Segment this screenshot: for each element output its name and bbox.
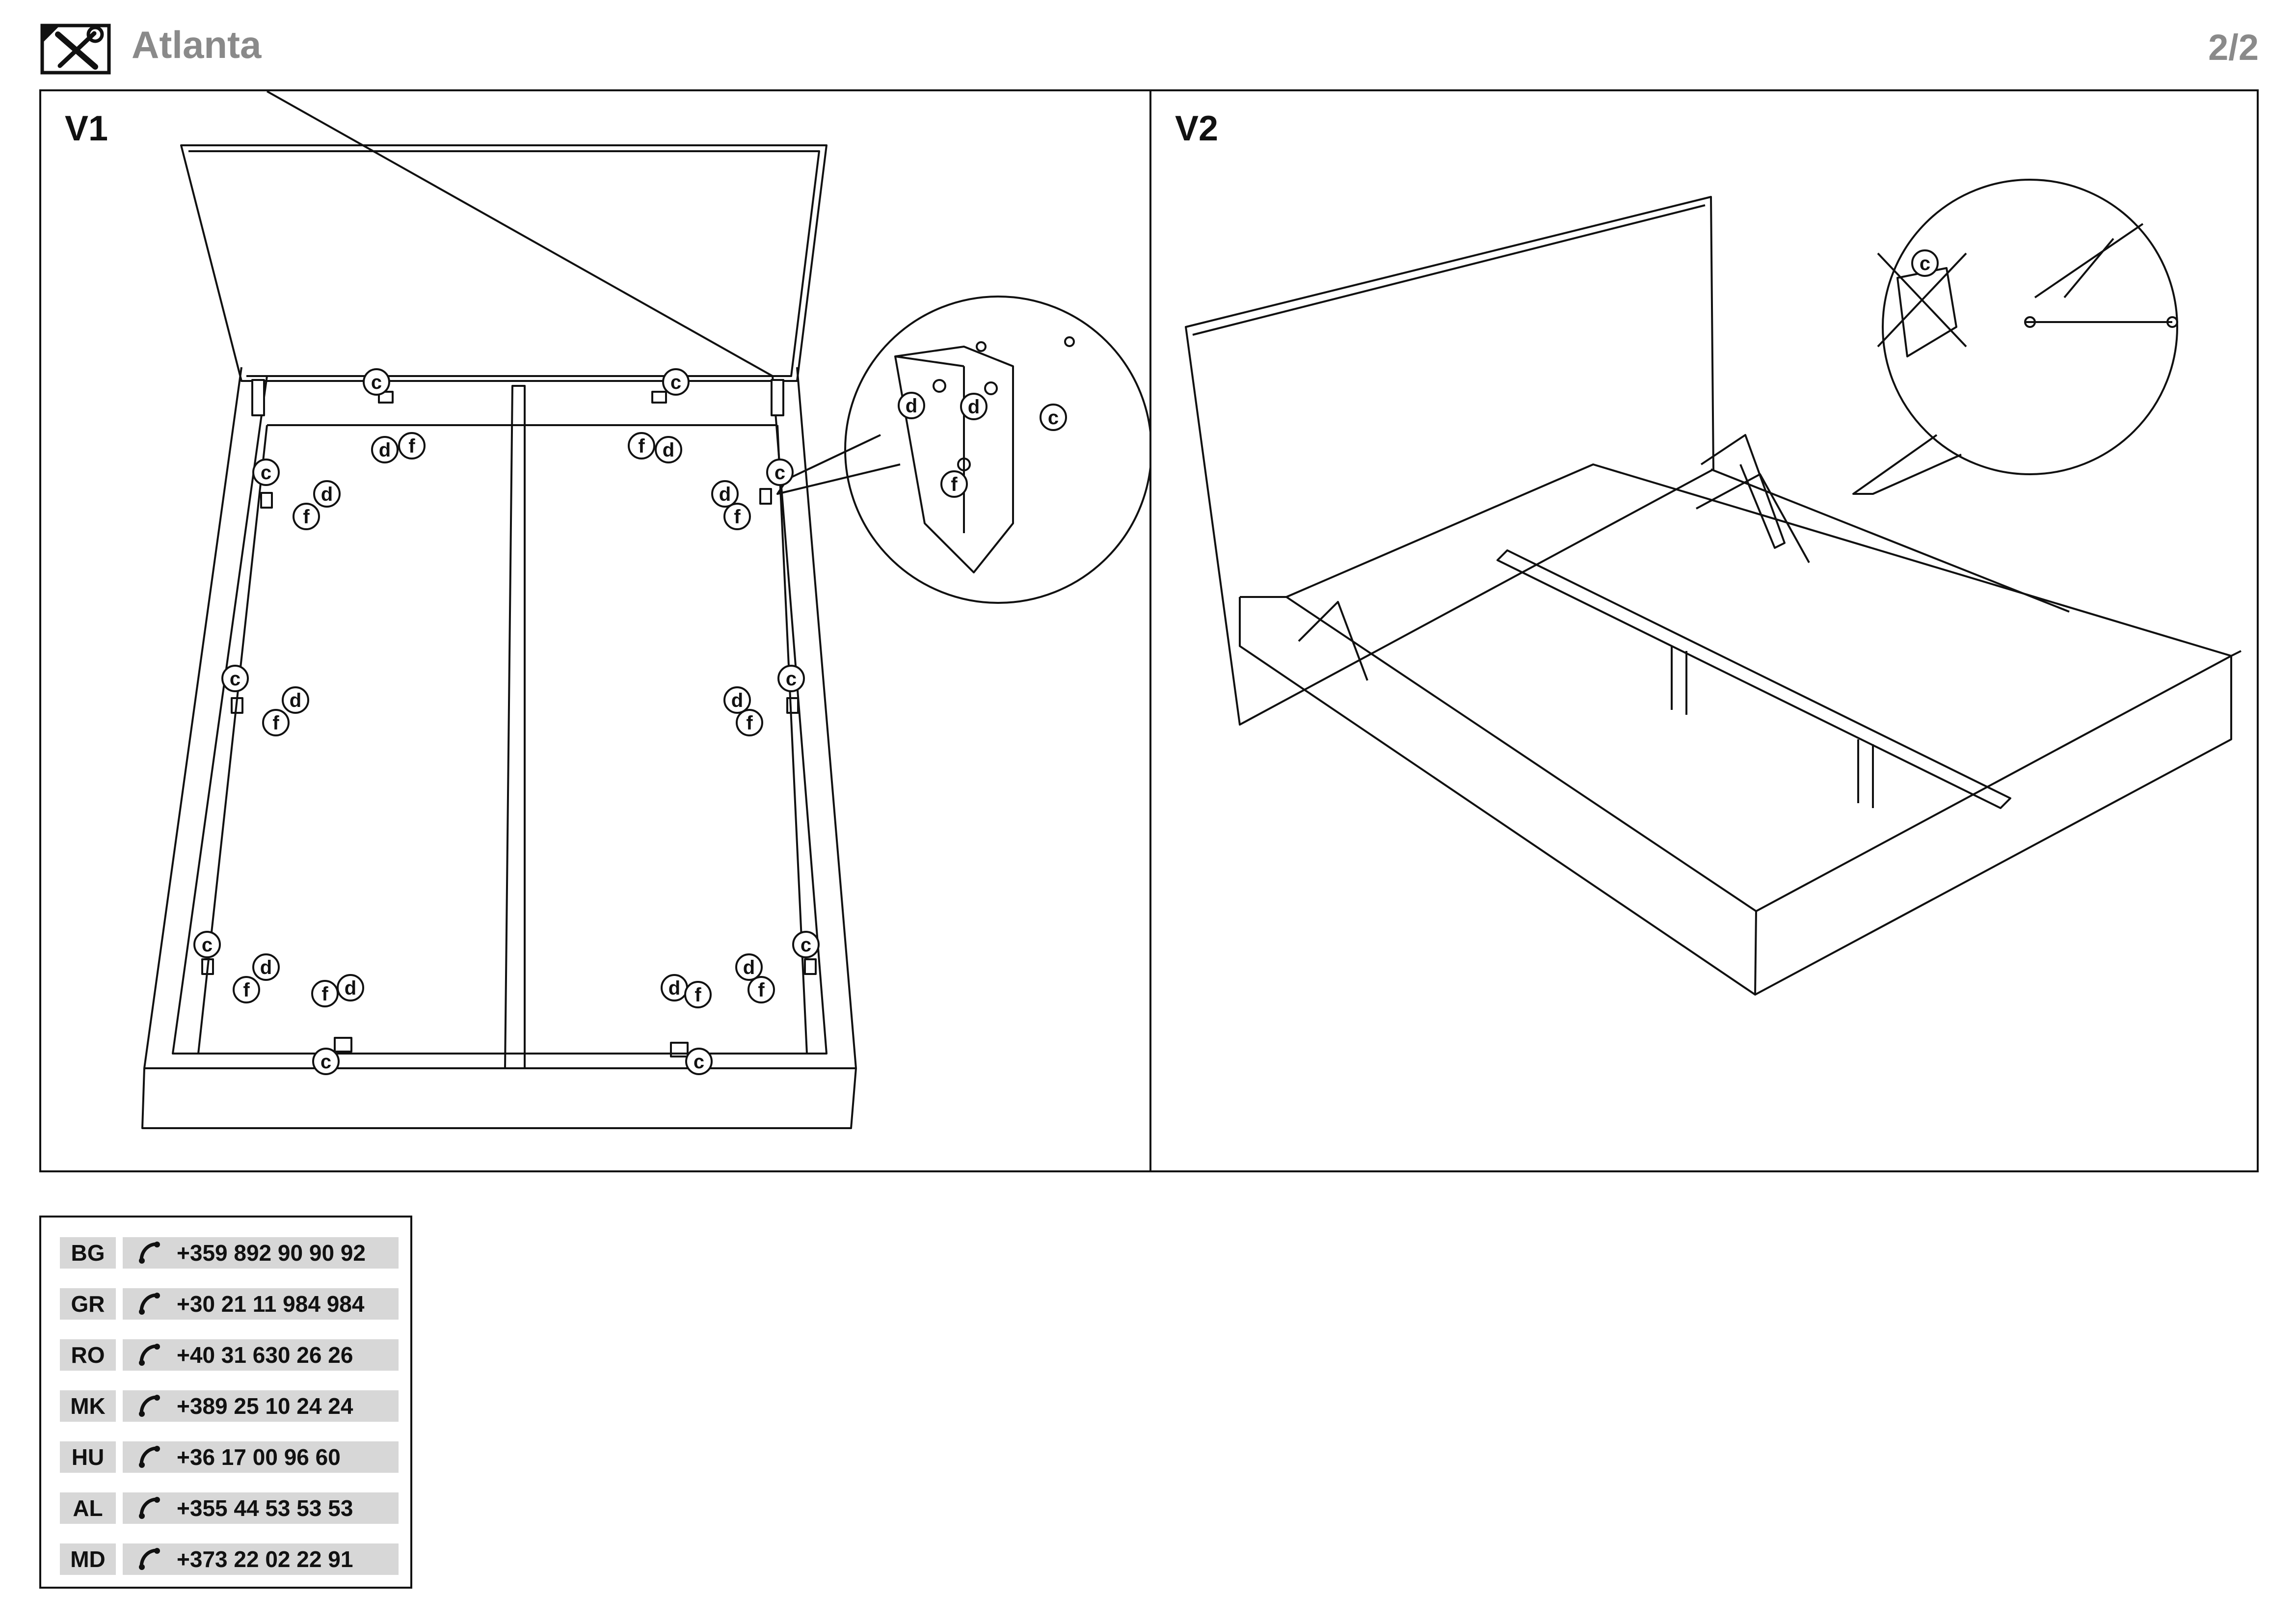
contact-row: BG +359 892 90 90 92: [60, 1237, 399, 1269]
phone-icon: [139, 1242, 160, 1264]
contact-row: GR +30 21 11 984 984: [60, 1288, 399, 1320]
svg-text:f: f: [272, 712, 279, 734]
svg-text:d: d: [663, 439, 674, 461]
phone-icon: [139, 1446, 160, 1468]
contact-row: HU +36 17 00 96 60: [60, 1441, 399, 1473]
svg-text:f: f: [758, 979, 765, 1001]
svg-text:f: f: [734, 506, 741, 528]
phone-icon: [139, 1548, 160, 1570]
contact-row: AL +355 44 53 53 53: [60, 1492, 399, 1524]
document-title: Atlanta: [132, 23, 262, 66]
svg-text:c: c: [786, 668, 797, 690]
contact-row: MK +389 25 10 24 24: [60, 1390, 399, 1422]
variant-label-v1: V1: [65, 109, 108, 148]
support-contacts: BG +359 892 90 90 92 GR +30 21 11 984 98…: [39, 1216, 412, 1589]
panel-v2: V2: [1151, 91, 2257, 1170]
svg-text:d: d: [290, 690, 301, 711]
phone-cell: +359 892 90 90 92: [123, 1237, 399, 1269]
svg-text:f: f: [243, 979, 250, 1001]
phone-number[interactable]: +359 892 90 90 92: [177, 1240, 366, 1266]
phone-number[interactable]: +40 31 630 26 26: [177, 1342, 353, 1368]
panel-divider: [1149, 91, 1151, 1170]
phone-cell: +36 17 00 96 60: [123, 1441, 399, 1473]
svg-text:d: d: [743, 957, 755, 978]
bed-frame-perspective-illustration: c: [1185, 179, 2242, 996]
svg-text:f: f: [638, 435, 645, 457]
svg-text:c: c: [670, 372, 681, 393]
phone-cell: +355 44 53 53 53: [123, 1492, 399, 1524]
phone-number[interactable]: +389 25 10 24 24: [177, 1393, 353, 1419]
phone-icon: [139, 1497, 160, 1519]
contact-row: RO +40 31 630 26 26: [60, 1339, 399, 1371]
instruction-panels: V1: [39, 89, 2259, 1172]
country-code: AL: [60, 1492, 116, 1524]
svg-text:c: c: [320, 1051, 331, 1073]
svg-text:d: d: [345, 977, 356, 999]
country-code: BG: [60, 1237, 116, 1269]
phone-number[interactable]: +36 17 00 96 60: [177, 1444, 341, 1470]
svg-text:d: d: [731, 690, 743, 711]
svg-text:c: c: [230, 668, 240, 690]
svg-text:d: d: [906, 395, 917, 417]
page-number: 2/2: [2208, 27, 2259, 68]
svg-text:c: c: [1920, 253, 1930, 274]
svg-text:d: d: [719, 484, 731, 505]
phone-icon: [139, 1293, 160, 1315]
svg-text:f: f: [408, 435, 415, 457]
phone-cell: +389 25 10 24 24: [123, 1390, 399, 1422]
phone-icon: [139, 1344, 160, 1366]
phone-number[interactable]: +373 22 02 22 91: [177, 1546, 353, 1572]
svg-text:d: d: [260, 957, 272, 978]
svg-text:f: f: [694, 984, 701, 1006]
phone-number[interactable]: +30 21 11 984 984: [177, 1291, 365, 1317]
panel-v1: V1: [41, 91, 1149, 1170]
svg-text:f: f: [321, 983, 328, 1005]
country-code: MK: [60, 1390, 116, 1422]
phone-cell: +373 22 02 22 91: [123, 1543, 399, 1575]
country-code: HU: [60, 1441, 116, 1473]
svg-text:f: f: [951, 474, 958, 495]
contact-row: MD +373 22 02 22 91: [60, 1543, 399, 1575]
svg-text:c: c: [694, 1051, 704, 1073]
svg-text:f: f: [303, 506, 310, 528]
variant-label-v2: V2: [1175, 109, 1219, 148]
phone-cell: +40 31 630 26 26: [123, 1339, 399, 1371]
svg-text:c: c: [774, 462, 785, 484]
svg-text:c: c: [261, 462, 271, 484]
svg-text:d: d: [379, 439, 391, 461]
svg-text:d: d: [968, 396, 980, 418]
country-code: RO: [60, 1339, 116, 1371]
svg-text:c: c: [1048, 407, 1059, 429]
tools-icon: [40, 24, 111, 75]
phone-cell: +30 21 11 984 984: [123, 1288, 399, 1320]
country-code: GR: [60, 1288, 116, 1320]
phone-icon: [139, 1395, 160, 1417]
svg-text:d: d: [668, 977, 680, 999]
country-code: MD: [60, 1543, 116, 1575]
svg-text:f: f: [746, 712, 753, 734]
phone-number[interactable]: +355 44 53 53 53: [177, 1495, 353, 1521]
svg-text:c: c: [371, 372, 382, 393]
svg-text:d: d: [321, 484, 333, 505]
svg-text:c: c: [202, 934, 213, 956]
svg-text:c: c: [801, 934, 811, 956]
